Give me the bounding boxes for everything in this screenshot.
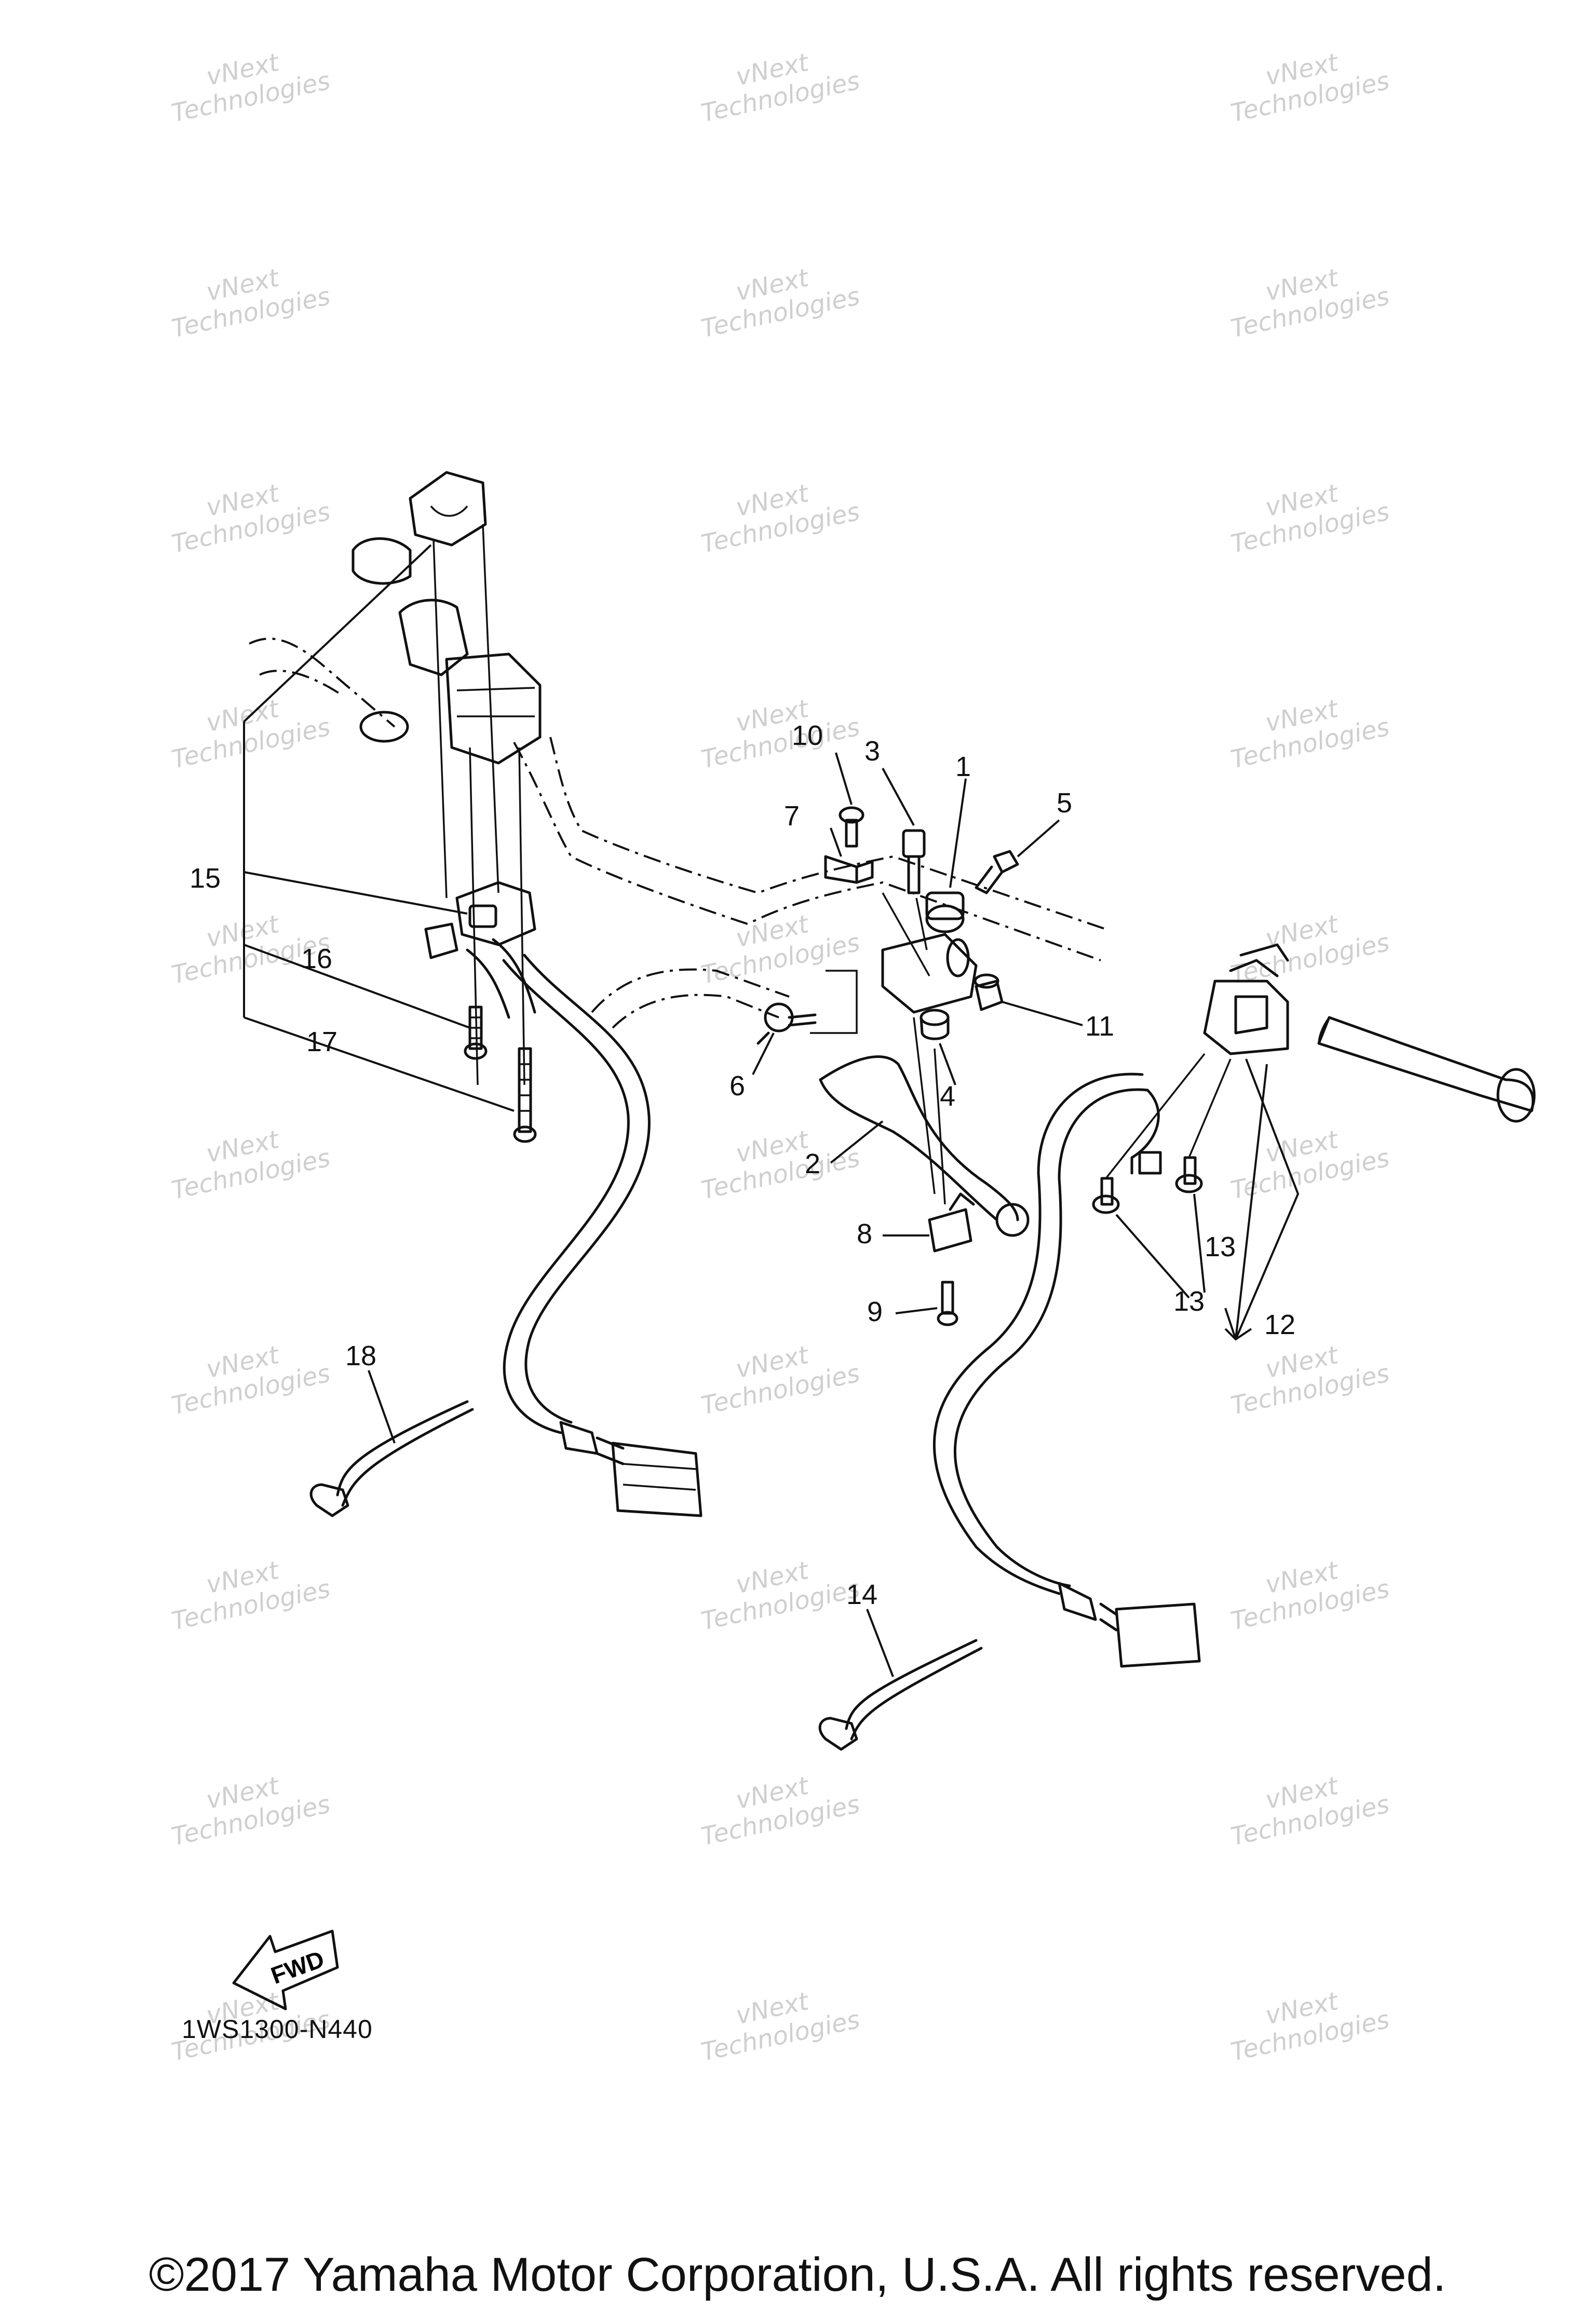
left-assembly-lines (432, 524, 525, 1085)
right-wire-harness (932, 1072, 1201, 1668)
callout-4: 4 (940, 1081, 955, 1112)
watermark: vNextTechnologies (693, 469, 862, 559)
watermark: vNextTechnologies (693, 254, 862, 344)
bush-11 (974, 973, 1004, 1011)
watermark: vNextTechnologies (693, 38, 862, 128)
watermark: vNextTechnologies (1222, 900, 1392, 990)
bolt-3 (902, 829, 926, 894)
drawing-code: 1WS1300-N440 (182, 2015, 373, 2044)
cable-tie-18 (309, 1400, 474, 1517)
watermark: vNextTechnologies (163, 38, 333, 128)
left-switch-lower (424, 881, 536, 1019)
watermark: vNextTechnologies (163, 1546, 333, 1636)
watermark: vNextTechnologies (693, 1331, 862, 1421)
watermark: vNextTechnologies (163, 1116, 333, 1205)
watermark: vNextTechnologies (693, 1546, 862, 1636)
callout-10: 10 (792, 720, 823, 751)
callout-3: 3 (864, 736, 880, 767)
lever-holder-1 (881, 891, 978, 1014)
callout-5: 5 (1057, 787, 1072, 819)
left-wire-harness (502, 954, 702, 1517)
watermark: vNextTechnologies (693, 1116, 862, 1205)
callout-8: 8 (857, 1218, 872, 1249)
screw-9 (937, 1281, 958, 1326)
callout-2: 2 (805, 1148, 820, 1179)
watermark: vNextTechnologies (693, 900, 862, 990)
watermark: vNextTechnologies (163, 1331, 333, 1421)
watermark: vNextTechnologies (1222, 1762, 1392, 1852)
callout-17: 17 (306, 1026, 337, 1057)
watermark: vNextTechnologies (693, 685, 862, 774)
callout-1: 1 (955, 751, 971, 782)
collar-4 (920, 1009, 950, 1040)
callout-13-upper: 13 (1205, 1231, 1236, 1262)
handlebar (249, 637, 1106, 1029)
callout-6: 6 (729, 1070, 745, 1102)
copyright-notice: ©2017 Yamaha Motor Corporation, U.S.A. A… (148, 2248, 1447, 2301)
callout-13-lower: 13 (1173, 1286, 1205, 1317)
screw-10 (839, 806, 864, 848)
screw-13-left (1092, 1177, 1120, 1214)
left-switch-housing-upper (352, 471, 542, 765)
adjuster-6 (756, 1002, 817, 1045)
callout-16: 16 (301, 943, 332, 974)
watermark: vNextTechnologies (1222, 1546, 1392, 1636)
lever-2 (819, 1055, 1030, 1237)
right-switch-12 (1203, 943, 1289, 1055)
cable-tie-14 (818, 1639, 983, 1751)
screw-17 (513, 1047, 537, 1143)
watermark: vNextTechnologies (163, 685, 333, 774)
callout-12: 12 (1264, 1309, 1295, 1340)
callout-14: 14 (846, 1579, 877, 1610)
leader-lines (243, 544, 1300, 1677)
watermark: vNextTechnologies (163, 1762, 333, 1852)
callout-7: 7 (784, 800, 800, 832)
switch-8 (928, 1192, 975, 1253)
right-assembly-lines (1105, 1053, 1232, 1179)
watermark: vNextTechnologies (1222, 469, 1392, 559)
callout-18: 18 (345, 1340, 376, 1371)
watermark: vNextTechnologies (163, 254, 333, 344)
watermark: vNextTechnologies (693, 1762, 862, 1852)
center-assembly-lines (810, 892, 946, 1205)
callout-labels: 1 2 3 4 5 6 7 8 9 10 11 12 13 13 14 15 1… (190, 720, 1295, 1610)
watermark: vNextTechnologies (693, 1977, 862, 2067)
screw-5 (975, 850, 1019, 894)
callout-9: 9 (867, 1296, 883, 1327)
watermark: vNextTechnologies (1222, 1977, 1392, 2067)
watermark: vNextTechnologies (1222, 1331, 1392, 1421)
watermark: vNextTechnologies (1222, 685, 1392, 774)
callout-15: 15 (190, 863, 221, 894)
watermark: vNextTechnologies (1222, 1116, 1392, 1205)
right-handlebar-grip (1317, 1016, 1536, 1123)
cover-7 (824, 855, 874, 884)
watermark: vNextTechnologies (1222, 254, 1392, 344)
watermark: vNextTechnologies (1222, 38, 1392, 128)
screw-13-right (1175, 1156, 1203, 1193)
callout-11: 11 (1085, 1011, 1114, 1042)
watermark: vNextTechnologies (163, 469, 333, 559)
